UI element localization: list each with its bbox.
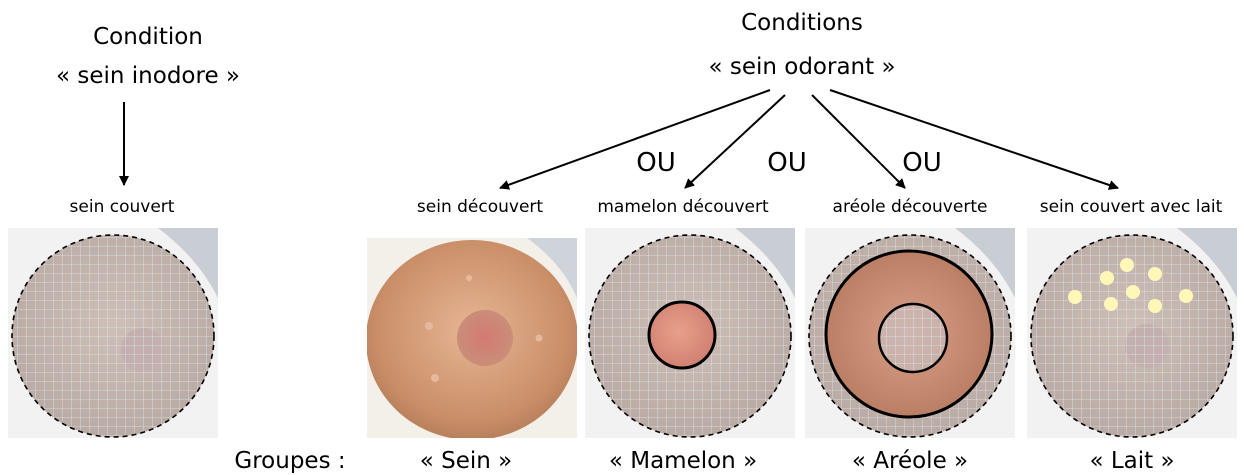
breast-image-uncovered [367, 238, 577, 448]
group-label-areole: « Aréole » [852, 450, 968, 473]
panel-label-uncovered: sein découvert [417, 199, 543, 216]
group-label-mamelon: « Mamelon » [609, 450, 757, 473]
breast-image-areola [805, 228, 1015, 438]
panel-label-areola: aréole découverte [833, 199, 988, 216]
group-label-sein: « Sein » [420, 450, 512, 473]
groups-prefix: Groupes : [234, 450, 345, 473]
breast-image-nipple [585, 228, 795, 438]
breast-image-milk [1027, 228, 1237, 438]
panel-label-covered: sein couvert [70, 199, 175, 216]
panel-label-milk: sein couvert avec lait [1040, 199, 1223, 216]
or-label-1: OU [636, 150, 676, 176]
or-label-3: OU [902, 150, 942, 176]
group-label-lait: « Lait » [1089, 450, 1174, 473]
arrow-to-uncovered [500, 90, 770, 188]
panel-label-nipple: mamelon découvert [597, 199, 768, 216]
or-label-2: OU [767, 150, 807, 176]
arrow-to-areola [812, 95, 905, 188]
arrow-to-milk [830, 90, 1118, 188]
breast-image-covered [8, 228, 218, 438]
